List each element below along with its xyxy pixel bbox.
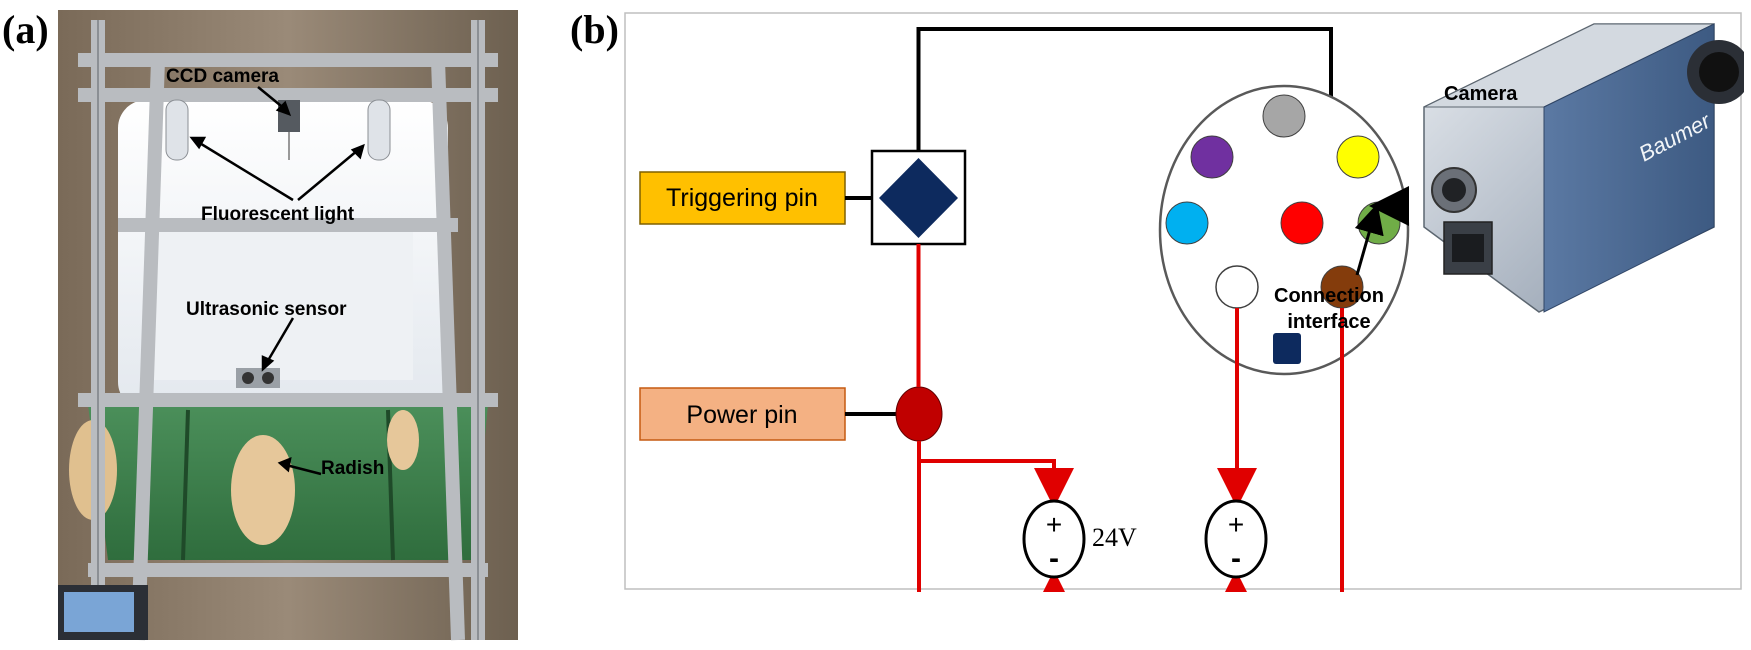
ccd-camera-label: CCD camera <box>166 66 279 87</box>
voltage-source-24v <box>1022 499 1086 579</box>
camera-label: Camera <box>1444 83 1518 105</box>
connector-pin-purple <box>1190 135 1234 179</box>
panel-label-a: (a) <box>2 7 49 52</box>
radish <box>231 435 295 545</box>
power-return-wire <box>917 461 1074 592</box>
connector-pin-green <box>1357 201 1401 245</box>
triggering-pin-label: Triggering pin <box>666 184 818 212</box>
ultrasonic-sensor-label: Ultrasonic sensor <box>186 299 347 320</box>
connector-key <box>1273 333 1301 364</box>
photo-panel: CCD camera Fluorescent light Ultrasonic … <box>58 10 518 641</box>
voltage-source-camera <box>1204 499 1268 579</box>
connector-pin-yellow <box>1336 135 1380 179</box>
power-pin-label: Power pin <box>686 401 797 429</box>
radish-label: Radish <box>321 458 384 479</box>
connector-pin-cyan <box>1165 201 1209 245</box>
panel-label-b: (b) <box>570 7 619 52</box>
brown-pin-wire <box>1216 308 1344 592</box>
power-pin <box>895 386 943 442</box>
camera-illustration: Baumer <box>1423 23 1744 313</box>
camera-source-minus: - <box>1231 542 1241 575</box>
voltage-source-plus: + <box>1046 509 1062 540</box>
connection-interface-label-line1: Connection <box>1274 285 1384 307</box>
wiring-schematic: Triggering pin Power pin + - 24V + - <box>624 12 1744 592</box>
connection-interface-label-line2: interface <box>1287 311 1370 333</box>
connector-pin-red <box>1280 201 1324 245</box>
voltage-label: 24V <box>1092 523 1137 552</box>
fluorescent-light-label: Fluorescent light <box>201 204 355 225</box>
connector-pin-gray <box>1262 94 1306 138</box>
triggering-pin-box <box>639 171 846 225</box>
interface-pointer <box>1354 203 1384 276</box>
fluorescent-light-right <box>367 99 391 161</box>
trigger-pin-diamond <box>879 158 958 238</box>
camera-source-plus: + <box>1228 509 1244 540</box>
voltage-source-minus: - <box>1049 542 1059 575</box>
power-supply-wire-top <box>917 441 1074 508</box>
power-pin-box <box>639 387 846 441</box>
photo-annotation-arrows <box>189 86 365 476</box>
fluorescent-light-left <box>165 99 189 161</box>
connector-pin-white <box>1215 265 1259 309</box>
